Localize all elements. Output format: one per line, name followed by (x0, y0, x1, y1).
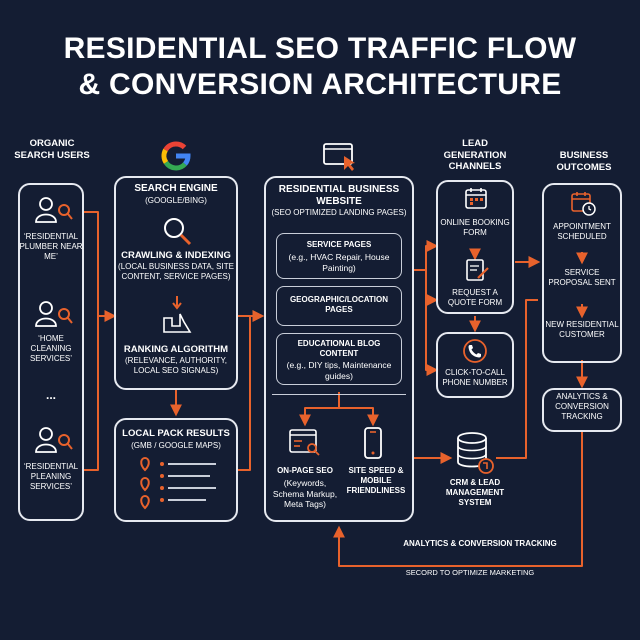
blog-title: EDUCATIONAL BLOG CONTENT (297, 339, 381, 358)
website-subtitle: (SEO OPTIMIZED LANDING PAGES) (271, 208, 407, 217)
ranking-icon (163, 296, 192, 333)
onpage-detail: (Keywords, Schema Markup, Meta Tags) (272, 478, 338, 509)
local-pack-panel (114, 418, 238, 522)
geo-pages-card (276, 286, 402, 326)
website-divider (272, 394, 406, 395)
search-engine-panel (114, 176, 238, 390)
user-search-icon (35, 301, 73, 327)
page-title-line1: RESIDENTIAL SEO TRAFFIC FLOW (63, 32, 577, 65)
users-heading: ORGANIC SEARCH USERS (14, 138, 90, 161)
geo-pages-title: GEOGRAPHIC/LOCATION PAGES (289, 295, 389, 314)
users-ellipsis: ... (45, 388, 56, 402)
service-pages-detail: (e.g., HVAC Repair, House Painting) (288, 252, 390, 273)
query-cleaning: ‘HOME CLEANING SERVICES’ (29, 334, 73, 363)
outcomes-analytics-label: ANALYTICS & CONVERSION TRACKING (555, 392, 609, 421)
rank-title: RANKING ALGORITHM (123, 344, 229, 355)
search-engine-subtitle: (GOOGLE/BING) (145, 196, 207, 205)
seo-code-icon (289, 429, 320, 456)
calendar-icon (465, 188, 487, 209)
rank-detail: (RELEVANCE, AUTHORITY, LOCAL SEO SIGNALS… (125, 356, 227, 375)
click-to-call-label: CLICK-TO-CALL PHONE NUMBER (442, 368, 508, 387)
crawl-detail: (LOCAL BUSINESS DATA, SITE CONTENT, SERV… (118, 262, 234, 281)
booking-form-label: ONLINE BOOKING FORM (440, 218, 510, 237)
crawl-title: CRAWLING & INDEXING (121, 250, 231, 261)
user-search-icon (35, 427, 73, 453)
leads-heading: LEAD GENERATION CHANNELS (443, 138, 507, 172)
browser-cursor-icon (323, 143, 355, 171)
new-customer-label: NEW RESIDENTIAL CUSTOMER (545, 320, 619, 339)
outcomes-analytics-panel (542, 388, 622, 432)
database-icon (457, 432, 494, 474)
calendar-clock-icon (571, 192, 596, 216)
feedback-caption: SECORD TO OPTIMIZE MARKETING (405, 568, 535, 577)
click-to-call-panel (436, 332, 514, 398)
outcomes-panel (542, 183, 622, 363)
onpage-title: ON-PAGE SEO (277, 466, 333, 475)
map-pins-icon (140, 456, 216, 510)
magnifier-icon (164, 218, 192, 246)
search-engine-title: SEARCH ENGINE (134, 183, 218, 194)
lead-forms-panel (436, 180, 514, 314)
local-pack-subtitle: (GMB / GOOGLE MAPS) (131, 441, 221, 450)
proposal-label: SERVICE PROPOSAL SENT (548, 268, 616, 287)
blog-detail: (e.g., DIY tips, Maintenance guides) (286, 360, 392, 381)
quote-form-label: REQUEST A QUOTE FORM (447, 288, 503, 307)
user-search-icon (35, 197, 73, 223)
page-title-line2: & CONVERSION ARCHITECTURE (78, 68, 562, 101)
crm-label: CRM & LEAD MANAGEMENT SYSTEM (445, 478, 505, 507)
service-pages-title: SERVICE PAGES (306, 240, 372, 249)
query-pleaning: ‘RESIDENTIAL PLEANING SERVICES’ (23, 462, 79, 491)
quote-form-icon (466, 259, 489, 281)
blog-card (276, 333, 402, 385)
users-panel (18, 183, 84, 521)
phone-call-icon (463, 339, 487, 363)
local-pack-title: LOCAL PACK RESULTS (122, 428, 230, 439)
feedback-analytics-label: ANALYTICS & CONVERSION TRACKING (403, 539, 557, 548)
mobile-phone-icon (364, 427, 382, 459)
query-plumber: ‘RESIDENTIAL PLUMBER NEAR ME’ (19, 232, 83, 261)
outcomes-heading: BUSINESS OUTCOMES (556, 150, 612, 173)
website-panel (264, 176, 414, 522)
service-pages-card (276, 233, 402, 279)
appointment-label: APPOINTMENT SCHEDULED (553, 222, 611, 241)
speed-title: SITE SPEED & MOBILE FRIENDLINESS (346, 466, 406, 495)
website-title: RESIDENTIAL BUSINESS WEBSITE (278, 184, 400, 207)
google-logo-icon (161, 141, 191, 171)
